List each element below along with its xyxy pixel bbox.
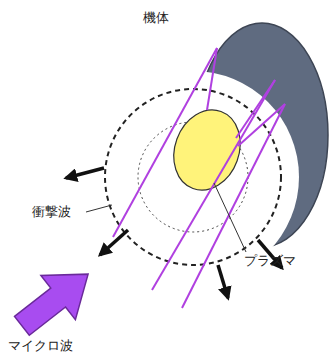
- part-label: マイクロ波: [8, 338, 73, 354]
- part-label: プラズマ: [244, 253, 296, 269]
- gap-region: [87, 71, 299, 283]
- leader-line: [214, 183, 246, 252]
- leader-line: [86, 205, 112, 212]
- plasma-ellipse: [163, 101, 251, 200]
- part-label: 衝撃波: [32, 204, 71, 220]
- microwave-beams: [113, 48, 285, 308]
- part-label: 機体: [143, 10, 169, 26]
- shock-arrows: [66, 168, 282, 298]
- microwave-arrow: [5, 252, 106, 348]
